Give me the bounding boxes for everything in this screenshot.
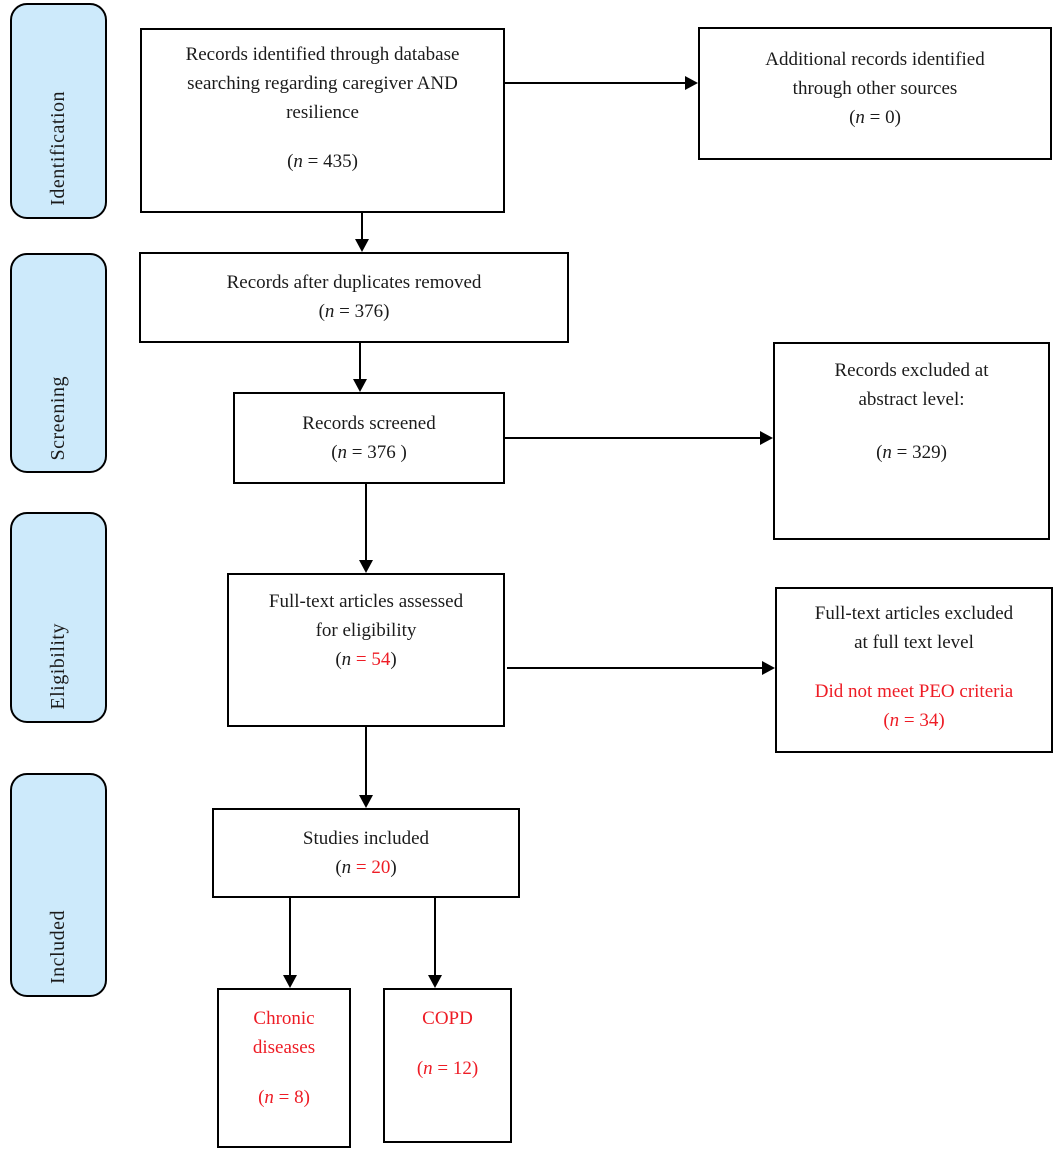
- count-open-paren: (: [883, 710, 890, 731]
- count-n: n: [341, 649, 352, 670]
- arrow-line: [289, 898, 291, 976]
- count-n: n: [337, 442, 348, 463]
- arrow-line: [361, 213, 363, 240]
- count-n: n: [293, 151, 303, 172]
- arrow-line: [505, 437, 761, 439]
- stage-label-eligibility: Eligibility: [47, 623, 69, 710]
- count-n-435: (n = 435): [142, 147, 503, 176]
- count-n-12: (n = 12): [385, 1054, 510, 1083]
- box-copd: COPD (n = 12): [383, 988, 512, 1143]
- text-line: resilience: [286, 102, 359, 123]
- stage-eligibility: Eligibility: [10, 512, 107, 723]
- count-open-paren: (: [335, 649, 342, 670]
- arrowhead-down-icon: [283, 975, 297, 988]
- count-n-54: (n = 54): [229, 645, 503, 674]
- count-n-34: (n = 34): [777, 706, 1051, 735]
- arrowhead-right-icon: [760, 431, 773, 445]
- count-n: n: [324, 301, 335, 322]
- box-duplicates-removed: Records after duplicates removed (n = 37…: [139, 252, 569, 343]
- stage-label-identification: Identification: [47, 91, 69, 206]
- arrow-line: [507, 667, 763, 669]
- arrow-line: [365, 484, 367, 561]
- count-n-329: (n = 329): [775, 438, 1048, 467]
- count-value-red: = 20: [351, 857, 391, 878]
- text-line: Studies included: [302, 828, 430, 849]
- arrowhead-down-icon: [359, 795, 373, 808]
- count-n: n: [341, 857, 352, 878]
- text-line: searching regarding caregiver AND: [187, 73, 458, 94]
- text-line: through other sources: [792, 78, 958, 99]
- text-line: Additional records identified: [765, 49, 985, 70]
- box-chronic-diseases: Chronic diseases (n = 8): [217, 988, 351, 1148]
- text-line: diseases: [252, 1037, 316, 1058]
- arrowhead-down-icon: [428, 975, 442, 988]
- box-studies-included: Studies included (n = 20): [212, 808, 520, 898]
- arrow-line: [359, 343, 361, 380]
- count-n-8: (n = 8): [219, 1083, 349, 1112]
- count-n: n: [423, 1058, 433, 1079]
- stage-screening: Screening: [10, 253, 107, 473]
- text-line: Full-text articles excluded: [814, 603, 1014, 624]
- count-open-paren: (: [876, 442, 883, 463]
- box-fulltext-assessed: Full-text articles assessed for eligibil…: [227, 573, 505, 727]
- count-close-paren: ): [390, 857, 397, 878]
- count-open-paren: (: [416, 1058, 424, 1079]
- text-line: Records screened: [302, 413, 436, 434]
- count-open-paren: (: [335, 857, 342, 878]
- arrow-line: [365, 727, 367, 796]
- count-open-paren: (: [258, 1087, 265, 1108]
- stage-identification: Identification: [10, 3, 107, 219]
- count-n: n: [855, 107, 865, 128]
- arrowhead-right-icon: [762, 661, 775, 675]
- count-value: = 8): [273, 1087, 310, 1108]
- count-n-20: (n = 20): [214, 853, 518, 882]
- count-open-paren: (: [287, 151, 294, 172]
- count-value: = 0): [864, 107, 901, 128]
- count-n: n: [889, 710, 900, 731]
- arrowhead-down-icon: [355, 239, 369, 252]
- count-n: n: [264, 1087, 274, 1108]
- box-additional-records: Additional records identified through ot…: [698, 27, 1052, 160]
- box-records-screened: Records screened (n = 376 ): [233, 392, 505, 484]
- count-value: = 34): [899, 710, 945, 731]
- count-n-376-screened: (n = 376 ): [235, 438, 503, 467]
- stage-label-screening: Screening: [47, 375, 69, 460]
- arrow-line: [434, 898, 436, 976]
- count-value: = 435): [302, 151, 358, 172]
- count-open-paren: (: [849, 107, 856, 128]
- text-line: Records identified through database: [185, 44, 460, 65]
- box-records-identified: Records identified through database sear…: [140, 28, 505, 213]
- count-value: = 376 ): [347, 442, 407, 463]
- count-open-paren: (: [331, 442, 338, 463]
- text-line: for eligibility: [315, 620, 417, 641]
- arrowhead-down-icon: [359, 560, 373, 573]
- stage-label-included: Included: [47, 910, 69, 984]
- text-line: Full-text articles assessed: [268, 591, 464, 612]
- box-excluded-abstract: Records excluded at abstract level: (n =…: [773, 342, 1050, 540]
- count-n-376: (n = 376): [141, 297, 567, 326]
- text-line: COPD: [422, 1008, 473, 1029]
- count-open-paren: (: [318, 301, 325, 322]
- text-line: at full text level: [854, 632, 974, 653]
- text-line: Records after duplicates removed: [226, 272, 482, 293]
- count-value: = 376): [334, 301, 390, 322]
- stage-included: Included: [10, 773, 107, 997]
- arrowhead-right-icon: [685, 76, 698, 90]
- text-line: abstract level:: [858, 389, 965, 410]
- count-value: = 329): [891, 442, 947, 463]
- count-n: n: [882, 442, 892, 463]
- text-line-peo-criteria: Did not meet PEO criteria: [814, 681, 1014, 702]
- count-value: = 12): [432, 1058, 479, 1079]
- text-line: Records excluded at: [834, 360, 989, 381]
- count-value-red: = 54: [351, 649, 391, 670]
- arrow-line: [505, 82, 685, 84]
- arrowhead-down-icon: [353, 379, 367, 392]
- box-excluded-fulltext: Full-text articles excluded at full text…: [775, 587, 1053, 753]
- text-line: Chronic: [253, 1008, 315, 1029]
- count-close-paren: ): [390, 649, 397, 670]
- count-n-0: (n = 0): [700, 103, 1050, 132]
